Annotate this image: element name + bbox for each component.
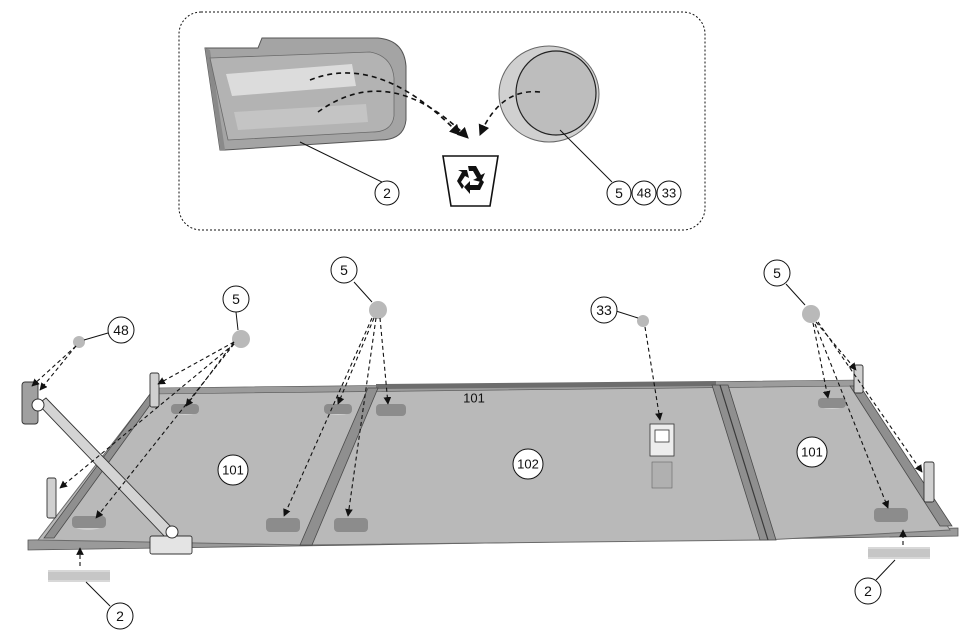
callout-5-left-text: 5 xyxy=(232,291,240,307)
dot-5-left xyxy=(232,330,250,348)
disc-to-bin-arrow xyxy=(478,90,541,137)
center-clip xyxy=(649,423,675,489)
callout-33-text: 33 xyxy=(596,302,612,318)
tray-to-bin-arrow-1 xyxy=(309,72,461,136)
disc-part-drawing xyxy=(498,45,600,143)
callout-tray-right-text: 2 xyxy=(864,583,872,599)
label-panel-right xyxy=(796,436,828,468)
tray-to-bin-arrow-2 xyxy=(317,90,469,139)
recycle-bin-icon xyxy=(442,155,499,207)
mount-pads xyxy=(72,398,908,532)
tray-part-drawing xyxy=(204,37,407,151)
callout-5-left xyxy=(222,285,250,313)
label-panel-left xyxy=(217,454,249,486)
callout-tray-left xyxy=(106,602,134,630)
dot-48 xyxy=(73,336,85,348)
callout-disc-c xyxy=(656,180,682,206)
inset-panel: 2 5 48 33 xyxy=(178,11,706,231)
rail-left-divider xyxy=(299,387,379,546)
callout-33 xyxy=(590,296,618,324)
callout-disc-a xyxy=(606,180,632,206)
label-panel-right-text: 101 xyxy=(801,445,823,460)
disc-leader xyxy=(559,129,613,183)
shelf-assembly: 101 102 101 101 xyxy=(21,364,959,555)
tray-leader xyxy=(299,141,383,183)
label-top-edge-text: 101 xyxy=(463,391,485,406)
callout-disc-b xyxy=(631,180,657,206)
callout-disc-c-text: 33 xyxy=(662,186,676,201)
dot-5-mid xyxy=(369,301,387,319)
callout-48-text: 48 xyxy=(113,322,129,338)
callout-5-right-text: 5 xyxy=(773,265,781,281)
corner-posts xyxy=(46,364,935,519)
tray-right xyxy=(868,547,930,559)
callout-5-right xyxy=(763,259,791,287)
callout-disc-a-text: 5 xyxy=(615,185,623,201)
dot-5-right xyxy=(802,305,820,323)
callout-48 xyxy=(107,316,135,344)
tray-left xyxy=(48,570,110,582)
callout-5-mid-text: 5 xyxy=(340,262,348,278)
callout-5-mid xyxy=(330,256,358,284)
callout-disc-b-text: 48 xyxy=(637,186,651,201)
callout-tray xyxy=(374,180,400,206)
diagonal-brace xyxy=(21,381,193,555)
label-panel-left-text: 101 xyxy=(222,463,244,478)
callout-tray-text: 2 xyxy=(383,185,391,201)
label-panel-center xyxy=(512,448,544,480)
callout-tray-right xyxy=(854,577,882,605)
label-panel-center-text: 102 xyxy=(517,457,539,472)
callout-tray-left-text: 2 xyxy=(116,608,124,624)
dot-33 xyxy=(637,315,649,327)
